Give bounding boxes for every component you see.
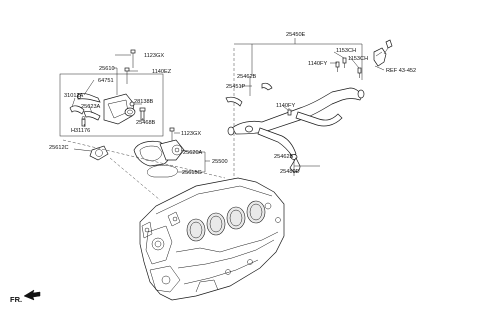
label-25462b-bot: 25462B: [274, 154, 294, 160]
engine-block: [139, 177, 285, 301]
label-25615g: 25615G: [182, 170, 202, 176]
label-25450e: 25450E: [286, 32, 306, 38]
label-25612c: 25612C: [49, 145, 69, 151]
clip-h31176: [81, 116, 86, 127]
label-25451p: 25451P: [226, 84, 246, 90]
label-28138b: 28138B: [134, 99, 154, 105]
bolt-1140fy-top: [335, 61, 340, 72]
label-1153ch-b: 1153CH: [348, 56, 368, 62]
gasket-25612c: [73, 145, 109, 161]
label-25620a: 25620A: [183, 150, 203, 156]
label-1123gx-mid: 1123GX: [181, 131, 201, 137]
bolt-1140fy-mid: [287, 108, 292, 116]
hose-64751: [76, 93, 101, 103]
label-25462b-top: 25462B: [237, 74, 257, 80]
hose-25623a: [83, 111, 101, 121]
label-1140fy-top: 1140FY: [308, 61, 327, 67]
front-direction-icon: [23, 289, 41, 301]
water-pipe-25450e: [225, 38, 365, 176]
bolt-1123gx-top: [130, 49, 136, 68]
label-31012a: 31012A: [64, 93, 84, 99]
group-frame: [59, 73, 164, 137]
label-64751: 64751: [98, 78, 114, 84]
label-25610: 25610: [99, 66, 115, 72]
label-ref-43-452: REF 43-452: [386, 68, 416, 74]
label-h31176: H31176: [71, 128, 90, 134]
ref-bracket: [373, 39, 393, 71]
label-fr: FR.: [10, 295, 22, 304]
label-25480d: 25480D: [280, 169, 300, 175]
label-1123gx-top: 1123GX: [144, 53, 164, 59]
label-25500: 25500: [212, 159, 228, 165]
bolt-1140ez: [124, 67, 130, 84]
label-25623a: 25623A: [81, 104, 101, 110]
label-25468b: 25468B: [136, 120, 156, 126]
fitting-31012a: [69, 105, 85, 115]
sensor-25468b: [139, 107, 146, 121]
guide-line: [109, 157, 161, 201]
bolt-1153ch-b: [357, 67, 362, 78]
thermostat-housing-group: [59, 49, 164, 137]
thermostat-housing: [103, 93, 136, 125]
label-1153ch-a: 1153CH: [336, 48, 356, 54]
label-1140ez: 1140EZ: [152, 69, 172, 75]
guide-line: [62, 139, 226, 179]
label-1140fy-mid: 1140FY: [276, 103, 295, 109]
water-pump-25500: [133, 127, 210, 178]
bolt-1153ch-a: [342, 57, 347, 68]
